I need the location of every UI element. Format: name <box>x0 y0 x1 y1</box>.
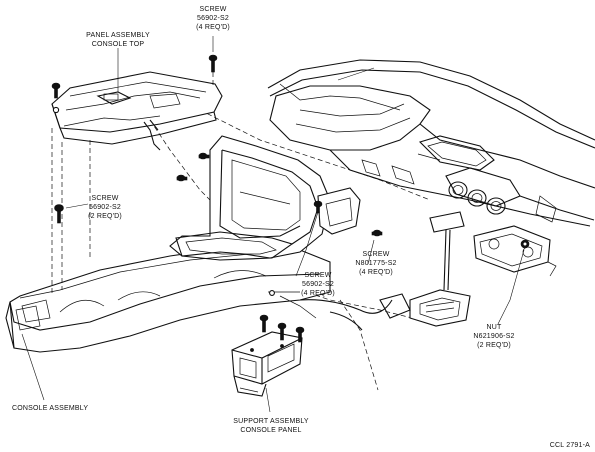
nut-bracket <box>473 225 557 277</box>
screw-icon <box>371 229 383 237</box>
callout-labels: PANEL ASSEMBLY CONSOLE TOP SCREW 56902-S… <box>12 6 590 449</box>
fasteners <box>51 54 530 343</box>
label-nut: NUT <box>487 324 503 331</box>
dashboard <box>267 59 595 227</box>
label-console-panel: CONSOLE PANEL <box>240 427 301 434</box>
label-console-assembly: CONSOLE ASSEMBLY <box>12 405 88 412</box>
label-screw-mid-qty: (4 REQ'D) <box>359 269 393 276</box>
screw-icon <box>295 326 305 343</box>
leader-lines <box>21 36 525 413</box>
label-screw-mid: SCREW <box>362 251 389 258</box>
screw-icon <box>277 322 287 341</box>
label-nut-part: N621906-S2 <box>473 333 514 340</box>
screw-icon <box>313 200 323 214</box>
screw-icon <box>54 204 64 224</box>
gear-shifter <box>409 211 471 327</box>
label-screw-top-qty: (4 REQ'D) <box>196 24 230 31</box>
screw-icon <box>208 54 218 73</box>
label-screw-low: SCREW <box>304 272 331 279</box>
label-screw-low-part: 56902-S2 <box>302 281 334 288</box>
screw-icon <box>198 152 210 160</box>
label-screw-left: SCREW <box>91 195 118 202</box>
label-support-assembly: SUPPORT ASSEMBLY <box>233 418 309 425</box>
label-screw-top-part: 56902-S2 <box>197 15 229 22</box>
support-assembly-console-panel <box>231 331 303 397</box>
console-assembly <box>5 128 361 353</box>
panel-assembly-console-top <box>51 71 223 151</box>
label-nut-qty: (2 REQ'D) <box>477 342 511 349</box>
screw-icon <box>259 314 269 333</box>
figure-id: CCL 2791-A <box>550 442 590 449</box>
screw-icon <box>51 82 61 99</box>
label-panel-assembly: PANEL ASSEMBLY <box>86 32 150 39</box>
label-console-top: CONSOLE TOP <box>92 41 145 48</box>
label-screw-left-part: 56902-S2 <box>89 204 121 211</box>
label-screw-low-qty: (4 REQ'D) <box>301 290 335 297</box>
label-screw-mid-part: N801775-S2 <box>355 260 396 267</box>
screw-icon <box>176 174 188 182</box>
label-screw-top: SCREW <box>199 6 226 13</box>
nut-icon <box>520 239 530 249</box>
label-screw-left-qty: (2 REQ'D) <box>88 213 122 220</box>
cable-boot <box>268 290 411 331</box>
